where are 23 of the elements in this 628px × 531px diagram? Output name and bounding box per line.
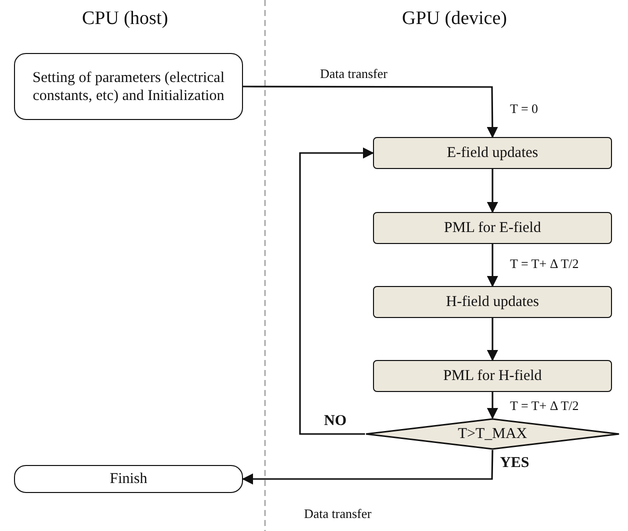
process-box xyxy=(373,286,612,318)
node-label: PML for H-field xyxy=(443,367,542,385)
node-label: H-field updates xyxy=(446,293,539,311)
arrow xyxy=(299,147,374,435)
arrow xyxy=(242,450,494,485)
column-heading: GPU (device) xyxy=(400,8,509,30)
process-box xyxy=(373,360,612,392)
arrow xyxy=(486,169,498,214)
node-label: Setting of parameters (electrical constants, etc) and Initialization xyxy=(32,68,226,104)
decision-diamond xyxy=(365,418,620,450)
node-label: PML for E-field xyxy=(444,219,541,237)
process-box xyxy=(373,137,612,169)
arrow xyxy=(486,318,498,362)
start-box xyxy=(14,465,243,493)
column-heading: CPU (host) xyxy=(80,8,170,30)
arrow xyxy=(486,244,498,288)
start-box xyxy=(14,53,243,120)
node-label: T>T_MAX xyxy=(458,425,528,443)
arrow xyxy=(486,392,498,420)
node-label: Finish xyxy=(110,470,148,488)
process-box xyxy=(373,212,612,244)
node-label: E-field updates xyxy=(446,144,538,162)
arrow xyxy=(243,86,498,138)
